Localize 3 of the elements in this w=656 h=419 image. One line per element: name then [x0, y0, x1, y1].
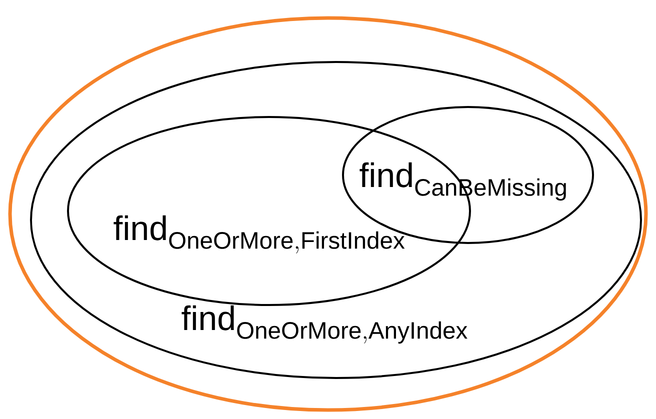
ellipse — [8, 16, 648, 412]
set-label: $\mathrm{find}_{\mathrm{OneOrMore,FirstIndex}}$ — [114, 215, 405, 254]
set-label: $\mathrm{find}_{\mathrm{OneOrMore,AnyIndex}}$ — [182, 305, 468, 344]
